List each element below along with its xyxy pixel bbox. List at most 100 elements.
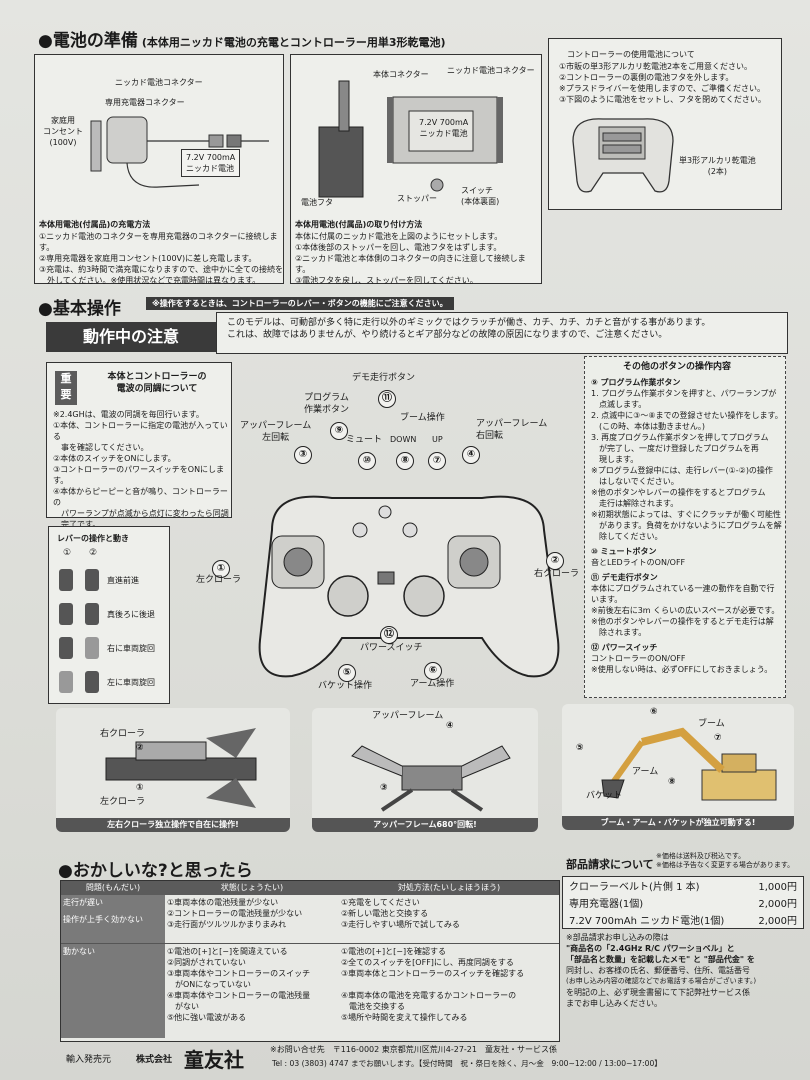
charging-howto-title: 本体用電池(付属品)の充電方法 (39, 220, 151, 229)
num-8: ⑧ (396, 448, 414, 470)
company-logo: 童友社 (184, 1048, 244, 1072)
num-10: ⑩ (358, 448, 376, 470)
up-label: UP (432, 435, 443, 444)
panel1-caption: 左右クローラ独立操作で自在に操作! (56, 818, 290, 832)
sync-box: 重要 本体とコントローラーの電波の同調について ※2.4GHは、電波の同調を毎回… (46, 362, 232, 529)
charger-connector-label: 専用充電器コネクター (105, 98, 185, 107)
parts-note: ※価格は送料及び税込です。※価格は予告なく変更する場合があります。 (656, 852, 795, 869)
charging-box: ニッカド電池コネクター 専用充電器コネクター 家庭用コンセント(100V) 7.… (34, 54, 284, 285)
controller-battery-title: コントローラーの使用電池について (567, 50, 695, 59)
crawler-illustration (105, 728, 257, 808)
num-5: ⑤ (338, 660, 356, 682)
panel2-num-4: ④ (446, 721, 454, 731)
list-item: クローラーベルト(片側 1 本)1,000円 (569, 882, 797, 893)
left-crawler-panel-label: 左クローラ (100, 797, 146, 807)
panel2-num-3: ③ (380, 783, 388, 793)
basic-section-title: ●基本操作 (38, 299, 121, 319)
basic-note: ※操作をするときは、コントローラーのレバー・ボタンの機能にご注意ください。 (146, 297, 454, 310)
other-buttons-box: その他のボタンの操作内容 ⑨ プログラム作業ボタン 1. プログラム作業ボタンを… (584, 356, 786, 698)
arm-label: アーム操作 (410, 679, 455, 689)
lever-title: レバーの操作と動き (57, 534, 129, 543)
panel3-num-8: ⑧ (668, 777, 676, 787)
stopper-label: ストッパー (397, 194, 437, 203)
panel2-caption: アッパーフレーム680°回転! (312, 818, 538, 832)
other-content: ⑨ プログラム作業ボタン 1. プログラム作業ボタンを押すと、パワーランプが 点… (591, 378, 783, 674)
upper-frame-panel: アッパーフレーム ④ ③ アッパーフレーム680°回転! (312, 708, 538, 832)
right-crawler-panel-label: 右クローラ (100, 729, 146, 739)
battery-cover-label: 電池フタ (301, 198, 333, 207)
panel3-num-7: ⑦ (714, 733, 722, 743)
upper-left-label: アッパーフレーム左回転 (240, 421, 312, 443)
num-9: ⑨ (330, 418, 348, 440)
other-title: その他のボタンの操作内容 (623, 362, 732, 372)
trouble-header: 問題(もんだい) 状態(じょうたい) 対処方法(たいしょほうほう) (61, 881, 559, 895)
program-button-label: プログラム作業ボタン (304, 393, 350, 415)
controller-battery-steps: ①市販の単3形アルカリ乾電池2本をご用意ください。②コントローラーの裏側の電池フ… (559, 62, 766, 104)
lever-col-2: ② (89, 548, 98, 558)
install-howto: 本体に付属のニッカド電池を上図のようにセットします。①本体後部のストッパーを回し… (295, 232, 526, 285)
num-1: ① (212, 556, 230, 578)
boom-arm-illustration (601, 727, 777, 801)
lever-col-1: ① (63, 548, 72, 558)
nicad-connector-label: ニッカド電池コネクター (115, 78, 203, 87)
trouble-title: ●おかしいな?と思ったら (58, 861, 253, 881)
num-4: ④ (462, 442, 480, 464)
important-badge: 重要 (55, 371, 77, 405)
contact-line-1: ※お問い合せ先 〒116-0002 東京都荒川区荒川4-27-21 童友社・サー… (270, 1045, 557, 1054)
install-howto-title: 本体用電池(付属品)の取り付け方法 (295, 220, 423, 229)
num-11: ⑪ (378, 386, 396, 408)
battery-section-title: ●電池の準備(本体用ニッカド電池の充電とコントローラー用単3形乾電池) (38, 31, 446, 51)
aa-battery-label: 単3形アルカリ乾電池(2本) (679, 156, 756, 176)
panel1-num-2: ② (136, 743, 144, 753)
body-connector-label: 本体コネクター (373, 70, 429, 79)
controller-back-illustration (572, 118, 674, 193)
lever-row-back: 真後ろに後退 (59, 597, 155, 631)
excavator-battery-illustration (318, 80, 503, 198)
charging-howto: ①ニッカド電池のコネクターを専用充電器のコネクターに接続します。②専用充電器を家… (39, 232, 283, 285)
bucket-label: バケット操作 (318, 681, 373, 691)
bucket-panel-label: バケット (586, 791, 623, 801)
lever-row-forward: 直進前進 (59, 563, 155, 597)
company-prefix: 株式会社 (136, 1055, 173, 1065)
outlet-label: 家庭用コンセント(100V) (43, 116, 83, 147)
crawler-panel: 右クローラ ② ① 左クローラ 左右クローラ独立操作で自在に操作! (56, 708, 290, 832)
upper-right-label: アッパーフレーム右回転 (476, 419, 548, 441)
lever-row-right: 右に車両旋回 (59, 631, 155, 665)
upper-frame-panel-label: アッパーフレーム (372, 711, 444, 721)
upper-frame-illustration (351, 745, 511, 812)
parts-request: ※部品請求お申し込みの際は "商品名の「2.4GHz R/C パワーショベル」と… (566, 933, 757, 1008)
sync-lines: ※2.4GHは、電波の同調を毎回行います。①本体、コントローラーに指定の電池が入… (53, 410, 229, 529)
controller-diagram (258, 495, 560, 678)
demo-button-label: デモ走行ボタン (352, 373, 416, 383)
caution-text: このモデルは、可動部が多く特に走行以外のギミックではクラッチが働き、カチ、カチ、… (216, 312, 788, 354)
num-2: ② (546, 548, 564, 570)
mute-label: ミュート (346, 435, 383, 445)
parts-title: 部品請求について (566, 858, 654, 871)
trouble-table: 問題(もんだい) 状態(じょうたい) 対処方法(たいしょほうほう) 走行が遅い操… (60, 880, 560, 1042)
parts-list: クローラーベルト(片側 1 本)1,000円 専用充電器(1個)2,000円 7… (562, 876, 804, 929)
panel3-num-5: ⑤ (576, 743, 584, 753)
panel3-caption: ブーム・アーム・バケットが独立可動する! (562, 816, 794, 830)
nicad-connector-label-2: ニッカド電池コネクター (447, 66, 535, 75)
boom-panel-label: ブーム (698, 719, 725, 729)
right-crawler-label: 右クローラ (534, 569, 580, 579)
panel1-num-1: ① (136, 783, 144, 793)
down-label: DOWN (390, 435, 417, 444)
lever-box: レバーの操作と動き ① ② 直進前進 真後ろに後退 右に車両旋回 左 (48, 526, 170, 704)
num-7: ⑦ (428, 448, 446, 470)
importer-label: 輸入発売元 (66, 1055, 112, 1065)
controller-battery-box: コントローラーの使用電池について ①市販の単3形アルカリ乾電池2本をご用意くださ… (548, 38, 782, 210)
list-item: 専用充電器(1個)2,000円 (569, 899, 797, 910)
arm-panel-label: アーム (632, 767, 659, 777)
sync-title: 本体とコントローラーの電波の同調について (107, 372, 207, 394)
num-6: ⑥ (424, 658, 442, 680)
boom-arm-panel: ブーム ⑥ ⑦ ⑤ アーム ⑧ バケット ブーム・アーム・バケットが独立可動する… (562, 704, 794, 830)
power-switch-label: パワースイッチ (360, 643, 423, 653)
switch-label: スイッチ(本体裏面) (461, 186, 500, 206)
